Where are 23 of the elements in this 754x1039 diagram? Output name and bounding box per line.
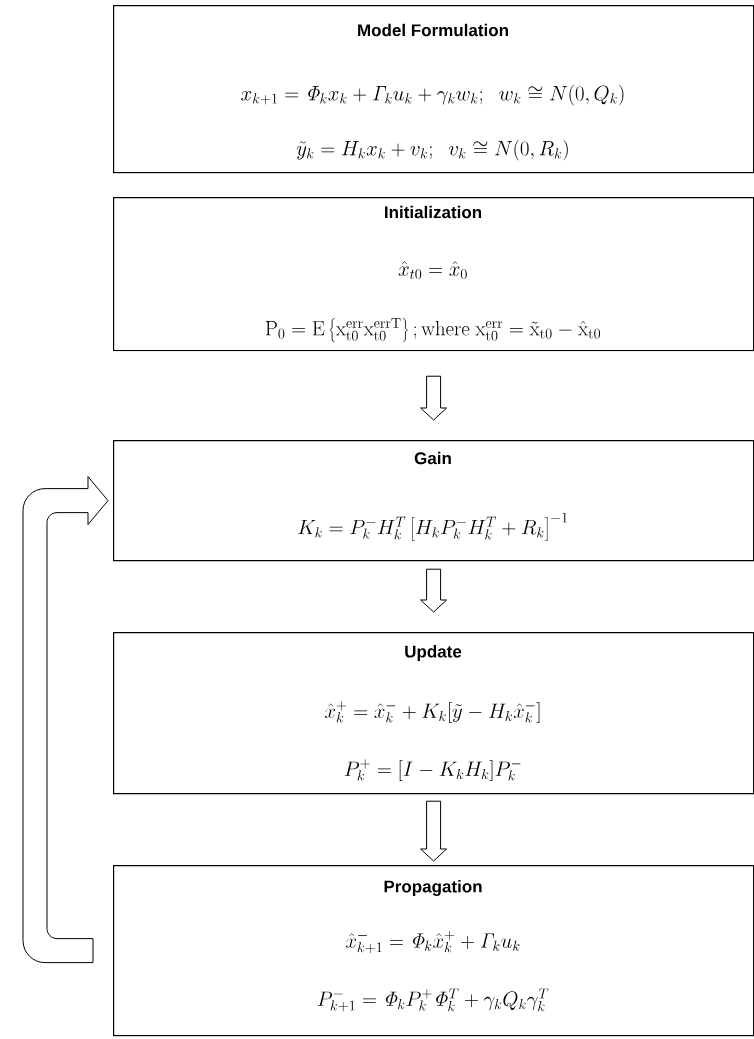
box-title: Model Formulation — [358, 23, 508, 37]
block-arrow — [420, 800, 448, 862]
process-box — [113, 197, 754, 352]
equation: $\hat{x}_k^+ = \hat{x}_k^- + K_k[\tilde{y} - H_k \hat{x}_k^-]$ — [325, 701, 540, 723]
block-arrow — [420, 375, 448, 421]
equation: $x_{k+1} = \mathit{\Phi}_k x_k + \mathit{\Gamma}_k u_k + \gamma_k w_k;\;\; w_k \cong N(0,Q_k)$ — [241, 84, 624, 106]
equation: $\hat{x}_{t0} = \hat{x}_0$ — [398, 261, 467, 280]
process-box — [113, 440, 754, 562]
block-arrow — [22, 476, 109, 964]
box-title: Update — [405, 645, 462, 661]
box-title: Propagation — [384, 880, 482, 896]
equation: $\hat{x}_{k+1}^- = \mathit{\Phi}_k \hat{x}_k^+ + \mathit{\Gamma}_k u_k$ — [345, 931, 520, 954]
box-title: Gain — [414, 451, 451, 465]
equation: $K_k = P_k^- H_k^T \left[H_k P_k^- H_k^T + R_k\right]^{-1}$ — [298, 512, 568, 541]
equation: $P_{k+1}^- = \mathit{\Phi}_k P_k^+ \mathit{\Phi}_k^T + \gamma_k Q_k \gamma_k^T$ — [317, 988, 549, 1012]
equation: $P_k^+ = [I - K_k H_k] P_k^-$ — [344, 759, 521, 781]
process-box — [113, 632, 754, 795]
box-title: Initialization — [385, 205, 482, 219]
block-arrow — [420, 568, 448, 613]
process-box — [113, 865, 754, 1037]
equation: $\mathrm{P_0 = E\left\{x_{t0}^{err} x_{t0}^{errT}\right\}; where\ x_{t0}^{err} = \tilde{x}_{t0} - \hat{x}_{t0}}$ — [265, 318, 601, 343]
process-box — [113, 5, 754, 174]
equation: $\tilde{y}_k = H_k x_k + v_k;\;\; v_k \cong N(0,R_k)$ — [296, 139, 568, 161]
